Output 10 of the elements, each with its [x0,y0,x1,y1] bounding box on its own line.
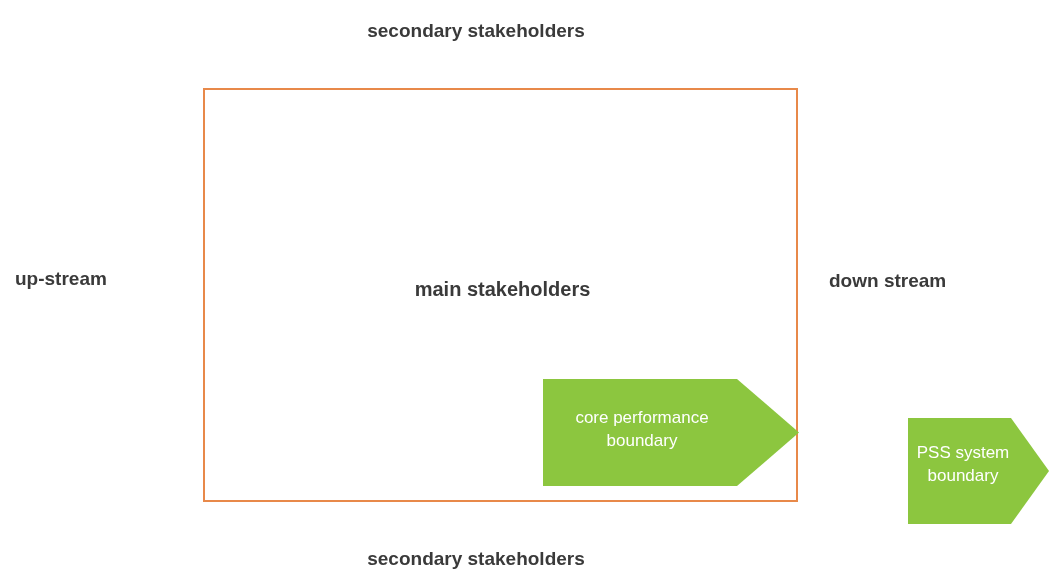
region-label: secondary stakeholders [367,20,585,42]
region-label: secondary stakeholders [367,548,585,570]
pentagon-arrow-shape [543,379,799,486]
region-label: up-stream [15,268,107,290]
boundary-frame [203,88,798,502]
node-label: PSS system boundary [915,442,1011,487]
node-label: core performance boundary [574,407,710,452]
node-label: main stakeholders [413,277,592,302]
pentagon-arrow-shape [908,418,1049,524]
region-label: down stream [829,270,947,292]
